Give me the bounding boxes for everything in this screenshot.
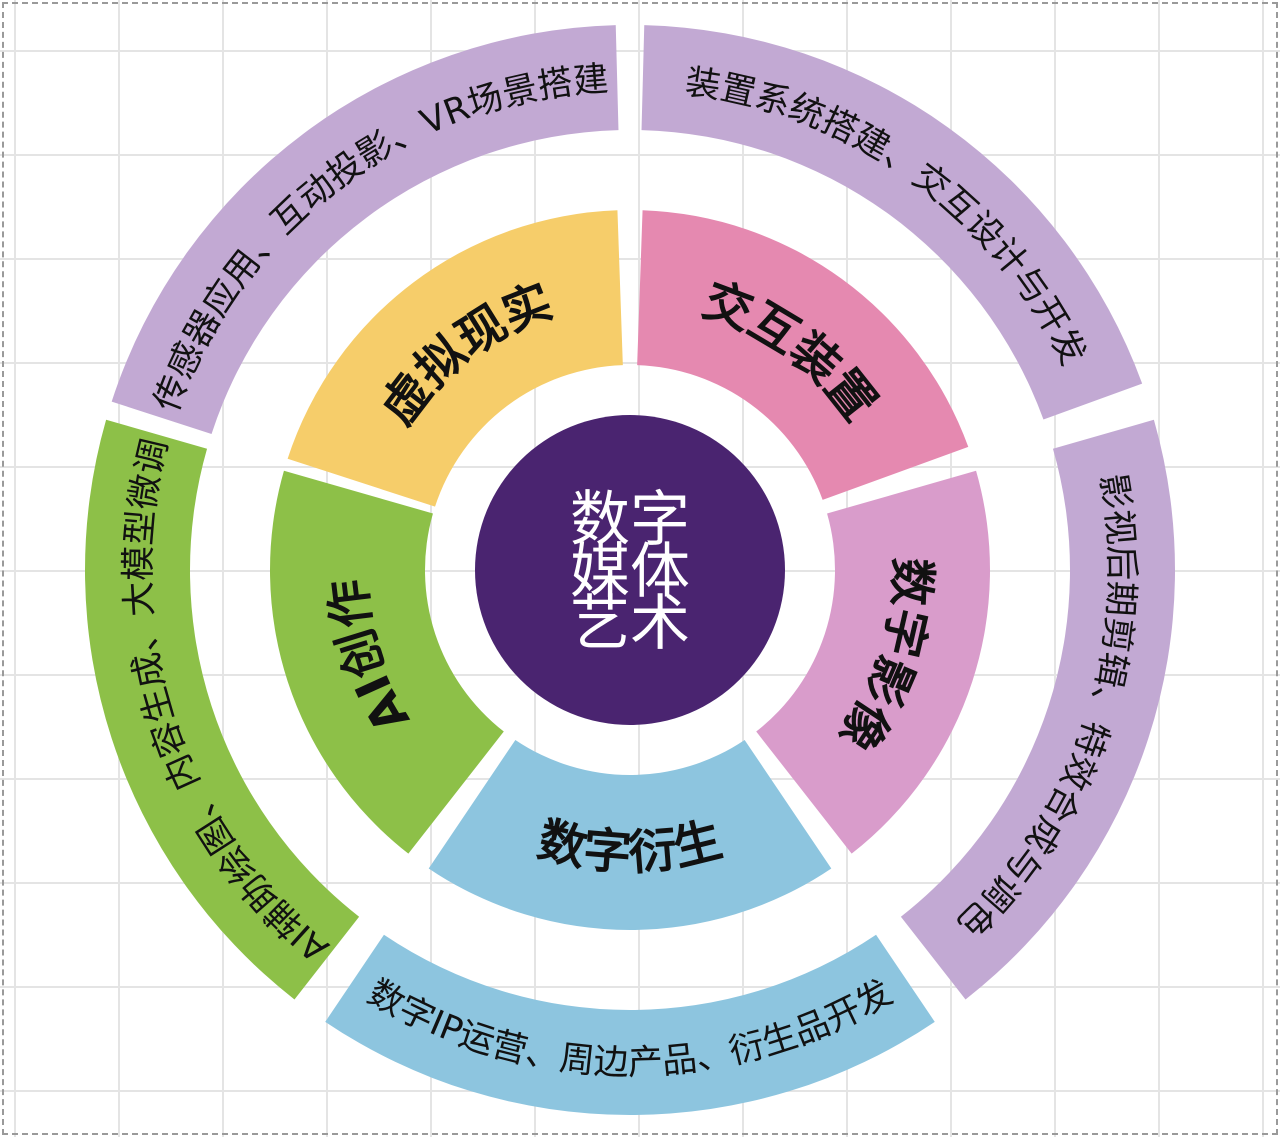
inner-segment-3	[756, 470, 991, 854]
outer-segment-2	[641, 25, 1143, 420]
center-label-line-1: 数字	[570, 485, 690, 555]
inner-segment-5	[270, 470, 504, 854]
outer-segment-4	[325, 934, 935, 1116]
inner-segment-2	[637, 210, 969, 500]
center-label-line-2: 媒体	[570, 537, 690, 607]
outer-ring: 传感器应用、互动投影、VR场景搭建装置系统搭建、交互设计与开发影视后期剪辑、特效…	[84, 25, 1175, 1116]
outer-segment-5	[84, 419, 360, 1000]
outer-segment-3	[900, 419, 1175, 1000]
inner-segment-1	[287, 210, 623, 507]
center-label-line-3: 艺术	[570, 589, 690, 659]
inner-ring: 虚拟现实交互装置数字影像数字衍生AI创作	[270, 210, 991, 931]
center-circle	[475, 415, 785, 725]
outer-segment-1	[111, 25, 619, 435]
center-hub: 数字 媒体 艺术	[475, 415, 785, 725]
inner-segment-4	[428, 739, 832, 931]
